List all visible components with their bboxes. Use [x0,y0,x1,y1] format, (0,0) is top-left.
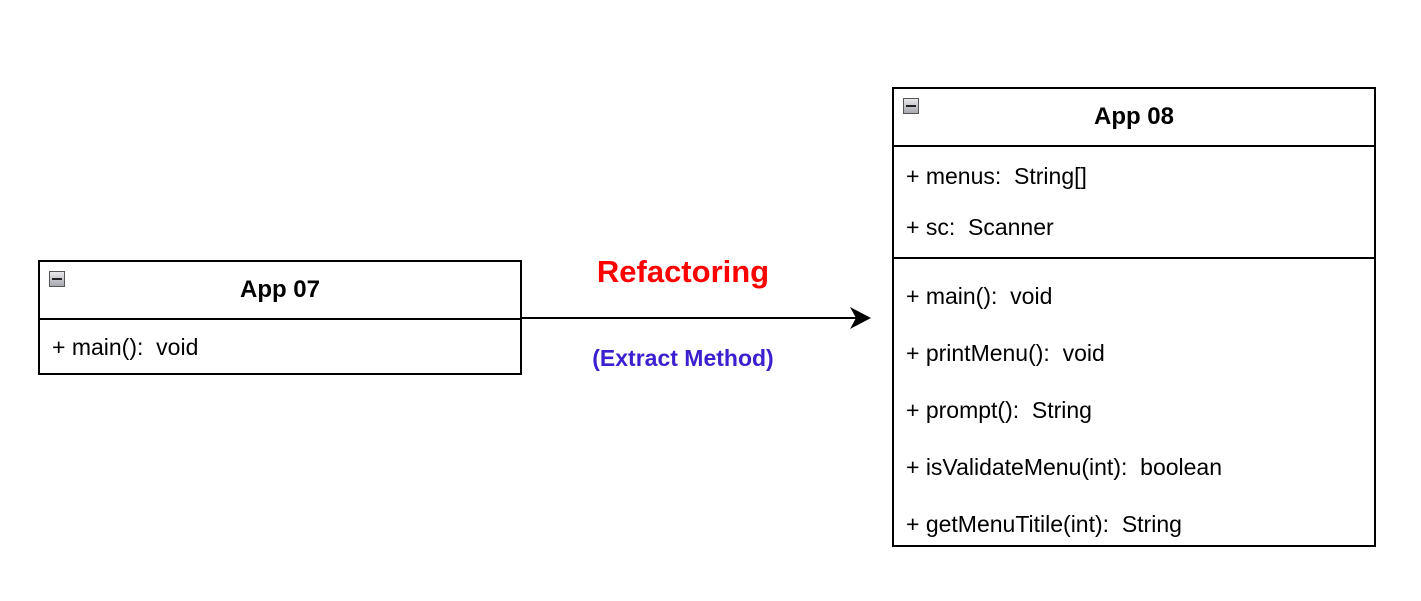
collapse-minus-icon[interactable] [903,98,919,114]
class-title: App 07 [239,276,320,303]
class-header: App 08 [894,89,1374,147]
arrow-sublabel: (Extract Method) [592,345,774,371]
class-header: App 07 [40,262,520,320]
method-item[interactable]: + isValidateMenu(int): boolean [906,454,1223,480]
methods-compartment: + main(): void + printMenu(): void + pro… [894,259,1374,553]
method-item[interactable]: + main(): void [52,334,199,360]
class-app-07[interactable]: App 07 + main(): void [38,260,522,375]
method-item[interactable]: + prompt(): String [906,397,1092,423]
methods-compartment: + main(): void [40,320,520,375]
method-item[interactable]: + getMenuTitile(int): String [906,511,1182,537]
arrow-label: Refactoring [596,254,770,289]
attribute-item[interactable]: + menus: String[] [906,162,1087,189]
collapse-minus-icon[interactable] [49,271,65,287]
attribute-item[interactable]: + sc: Scanner [906,213,1054,240]
class-app-08[interactable]: App 08 + menus: String[] + sc: Scanner +… [892,87,1376,547]
method-item[interactable]: + main(): void [906,283,1053,309]
arrowhead-icon [850,307,871,329]
method-item[interactable]: + printMenu(): void [906,340,1105,366]
class-title: App 08 [1093,103,1174,130]
attributes-compartment: + menus: String[] + sc: Scanner [894,147,1374,259]
